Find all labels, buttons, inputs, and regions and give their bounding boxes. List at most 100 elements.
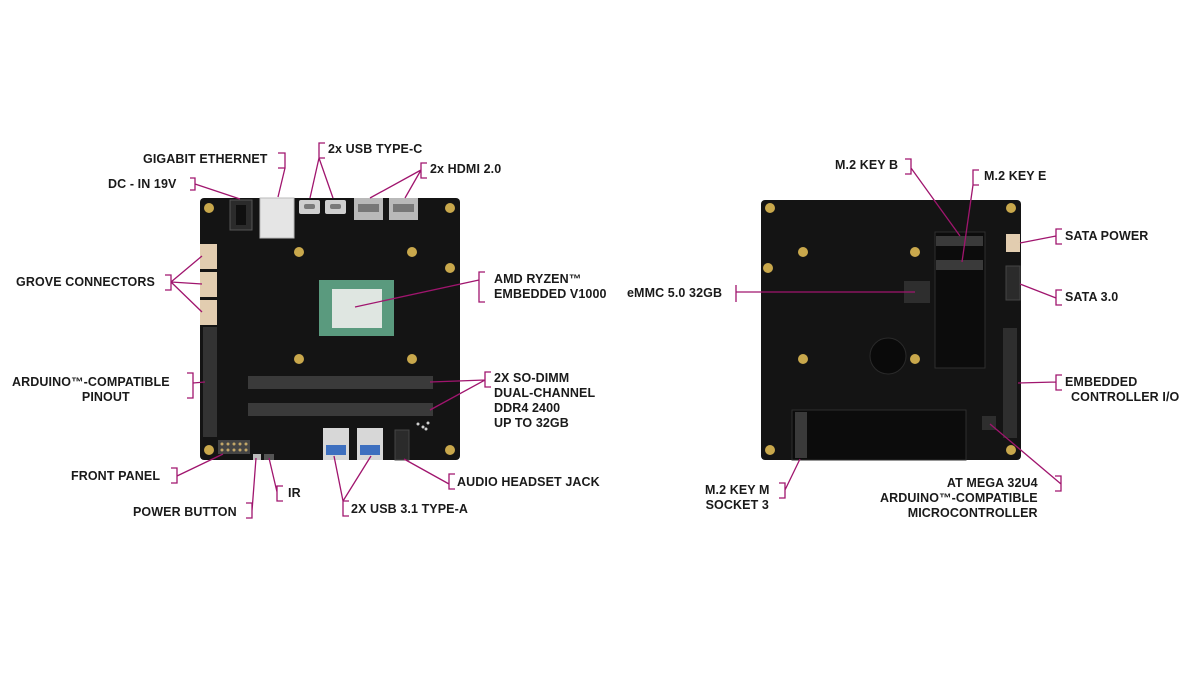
hdmi-slot [358,204,379,212]
ir-receiver [264,454,274,460]
leader-ec [1017,374,1062,391]
mount-hole [204,445,214,455]
leader-usb-c [309,142,334,199]
mount-hole [798,354,808,364]
arduino-header [203,327,217,437]
leader-m2b [905,158,961,237]
label-hdmi: 2x HDMI 2.0 [430,162,502,176]
leader-arduino [187,372,206,399]
label-grove-connectors: GROVE CONNECTORS [16,275,155,289]
label-m2-key-e: M.2 KEY E [984,169,1047,183]
mount-hole [445,203,455,213]
mount-hole [407,354,417,364]
label-dc-in: DC - IN 19V [108,177,177,191]
label-mcu-line2: ARDUINO™-COMPATIBLE [880,491,1038,505]
cpu-die [332,289,382,328]
mount-hole [445,445,455,455]
label-cpu-line2: EMBEDDED V1000 [494,287,607,301]
mount-hole [204,203,214,213]
mount-hole [765,445,775,455]
m2-key-b-slot [936,236,983,246]
sodimm-slot [248,403,433,416]
label-power-button: POWER BUTTON [133,505,237,519]
leader-usb31 [333,455,372,517]
usb-c-slot [304,204,315,209]
label-m2-key-m: M.2 KEY M SOCKET 3 [705,483,770,513]
ec-io-header [1003,328,1017,438]
m2-key-m-slot [795,412,807,458]
leader-grove [165,255,203,313]
label-ir: IR [288,486,301,500]
emmc-chip [904,281,930,303]
mount-hole [1006,203,1016,213]
front-board [200,197,460,461]
dc-jack-hole [236,205,246,225]
leader-power-button [246,457,257,519]
usb-c-slot [330,204,341,209]
leader-m2m [779,458,801,499]
leader-audio [403,458,455,490]
power-button[interactable] [253,454,261,460]
label-sodimm-line3: DDR4 2400 [494,401,561,415]
label-mcu-line1: AT MEGA 32U4 [946,476,1038,490]
ethernet-port [259,197,295,239]
leader-hdmi [369,162,427,199]
header-pins [220,442,248,452]
sodimm-slot [248,376,433,389]
label-sata30: SATA 3.0 [1065,290,1119,304]
leader-front-panel [171,453,224,484]
label-cpu: AMD RYZEN™ EMBEDDED V1000 [494,272,607,302]
label-sodimm: 2X SO-DIMM DUAL-CHANNEL DDR4 2400 UP TO … [494,371,595,431]
leader-sata30 [1019,283,1062,306]
back-board [761,200,1021,461]
mount-hole [798,247,808,257]
label-emmc: eMMC 5.0 32GB [627,286,723,300]
mount-hole [763,263,773,273]
leader-mcu [989,423,1062,492]
leader-dc-in [190,177,241,200]
leader-ir [268,457,283,502]
label-arduino-line2: PINOUT [81,390,130,404]
label-usb-type-c: 2x USB TYPE-C [328,142,423,156]
leader-emmc [735,285,915,302]
leader-sata-power [1019,228,1062,245]
label-front-panel: FRONT PANEL [71,469,161,483]
leader-sodimm [429,371,491,411]
label-mcu: AT MEGA 32U4 ARDUINO™-COMPATIBLE MICROCO… [880,476,1038,521]
m2-key-m-area [791,409,967,461]
usb-a-tongue [360,445,380,455]
leader-ethernet [277,152,286,198]
sata-connector [1005,265,1021,301]
mount-hole [1006,445,1016,455]
hdmi-slot [393,204,414,212]
grove-connector [200,300,217,325]
label-m2m-line1: M.2 KEY M [705,483,770,497]
label-sodimm-line1: 2X SO-DIMM [494,371,570,385]
mount-hole [445,263,455,273]
smd-components [416,421,430,431]
audio-jack [394,429,410,461]
m2-key-e-slot [936,260,983,270]
usb-a-tongue [326,445,346,455]
m2-socket-area [934,231,986,369]
mount-hole [765,203,775,213]
mount-hole [910,247,920,257]
label-sodimm-line4: UP TO 32GB [494,416,569,430]
battery-holder [869,337,907,375]
label-usb31: 2X USB 3.1 TYPE-A [351,502,469,516]
label-ec-line1: EMBEDDED [1065,375,1138,389]
label-m2-key-b: M.2 KEY B [835,158,899,172]
mount-hole [910,354,920,364]
label-mcu-line3: MICROCONTROLLER [907,506,1038,520]
leader-cpu [354,271,485,308]
label-cpu-line1: AMD RYZEN™ [494,272,582,286]
label-embedded-controller: EMBEDDED CONTROLLER I/O [1065,375,1179,405]
front-panel-header [218,440,250,454]
label-sodimm-line2: DUAL-CHANNEL [494,386,596,400]
label-audio-jack: AUDIO HEADSET JACK [457,475,600,489]
label-ec-line2: CONTROLLER I/O [1071,390,1180,404]
grove-connector [200,272,217,297]
label-sata-power: SATA POWER [1065,229,1149,243]
label-arduino-pinout: ARDUINO™-COMPATIBLE PINOUT [12,375,170,405]
